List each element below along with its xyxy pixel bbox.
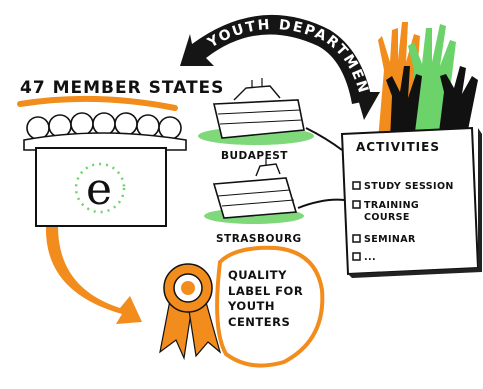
checkbox-icon [352, 234, 361, 243]
member-states-underline [17, 95, 178, 111]
checkbox-icon [352, 181, 361, 190]
city-label-budapest: BUDAPEST [221, 150, 288, 162]
raised-hands-illustration [378, 22, 478, 140]
quality-label-text: QUALITY LABEL FOR YOUTH CENTERS [228, 268, 304, 329]
checkbox-icon [352, 200, 361, 209]
e-logo: e [86, 164, 112, 215]
strasbourg-connector [297, 198, 345, 209]
activity-item: TRAINING COURSE [364, 200, 420, 223]
checkbox-icon [352, 252, 361, 261]
logo-stars [74, 162, 126, 214]
strasbourg-building [204, 158, 304, 224]
activity-item: SEMINAR [364, 234, 416, 245]
quality-rosette-icon [159, 263, 222, 361]
orange-arrow-to-quality [45, 226, 142, 324]
member-states-label: 47 MEMBER STATES [20, 78, 225, 98]
quality-label-outline [215, 245, 325, 368]
city-label-strasbourg: STRASBOURG [216, 233, 302, 245]
member-states-group: e [23, 112, 187, 227]
black-hand-icon [386, 66, 422, 140]
budapest-building [198, 78, 314, 145]
budapest-connector [305, 127, 343, 151]
activities-title: ACTIVITIES [356, 140, 440, 154]
banner-arrow-head [356, 92, 380, 120]
activity-item: STUDY SESSION [364, 181, 454, 192]
black-hand-icon [438, 66, 478, 140]
activity-item: ... [364, 252, 377, 263]
banner-arrow-shape [180, 14, 372, 104]
